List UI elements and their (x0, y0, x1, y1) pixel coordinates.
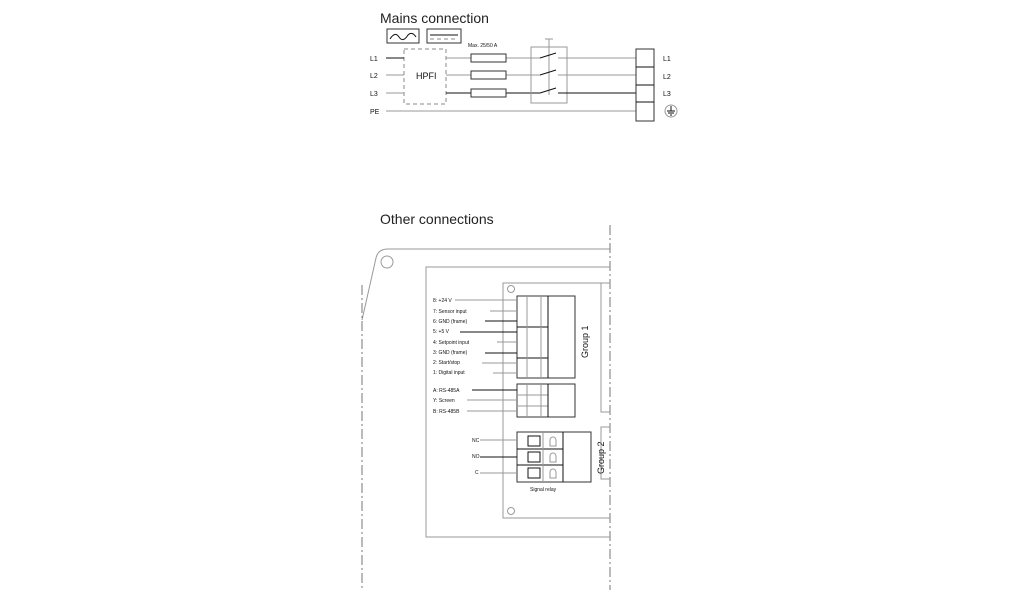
input-l1: L1 (370, 56, 378, 63)
terminal-c: C (475, 470, 479, 476)
hpfi-label: HPFI (416, 71, 437, 81)
fuse-l2 (470, 70, 507, 80)
housing-outline (361, 248, 610, 321)
mains-title: Mains connection (380, 10, 489, 26)
terminal-4: 4: Setpoint input (433, 340, 470, 346)
terminal-2: 2: Start/stop (433, 360, 460, 366)
terminal-no: NO (472, 454, 480, 460)
terminal-3: 3: GND (frame) (433, 350, 468, 356)
terminal-y: Y: Screen (433, 398, 455, 404)
terminal-a: A: RS-485A (433, 388, 460, 394)
group1-terminal-labels: 8: +24 V 7: Sensor input 6: GND (frame) … (433, 298, 470, 376)
output-l3: L3 (663, 91, 671, 98)
fuse-l3 (470, 88, 507, 98)
terminal-6: 6: GND (frame) (433, 319, 468, 325)
input-pe: PE (370, 109, 380, 116)
group1-label: Group 1 (580, 325, 590, 358)
relay-terminal-labels: NC NO C (472, 438, 480, 476)
relay-label: Signal relay (530, 487, 557, 493)
group2-label: Group 2 (596, 441, 606, 474)
ac-waveform-icon (386, 28, 420, 44)
relay-block (516, 431, 592, 483)
other-title: Other connections (380, 211, 494, 227)
fuse-label: Max. 25/50 A (468, 43, 498, 49)
mains-terminal-block (635, 48, 655, 122)
terminal-7: 7: Sensor input (433, 309, 467, 315)
input-l2: L2 (370, 73, 378, 80)
terminal-nc: NC (472, 438, 480, 444)
output-l1: L1 (663, 56, 671, 63)
terminal-8: 8: +24 V (433, 298, 452, 304)
terminal-b: B: RS-485B (433, 409, 460, 415)
terminal-1: 1: Digital input (433, 370, 465, 376)
output-l2: L2 (663, 74, 671, 81)
hpfi-box (403, 48, 447, 105)
terminal-5: 5: +5 V (433, 329, 450, 335)
bus-terminal-labels: A: RS-485A Y: Screen B: RS-485B (433, 388, 460, 415)
input-l3: L3 (370, 91, 378, 98)
group1-block (516, 295, 576, 379)
fuse-l1 (470, 53, 507, 63)
earth-ground-icon (664, 104, 678, 118)
dc-symbol-icon (426, 28, 462, 44)
bus-block (516, 383, 576, 418)
